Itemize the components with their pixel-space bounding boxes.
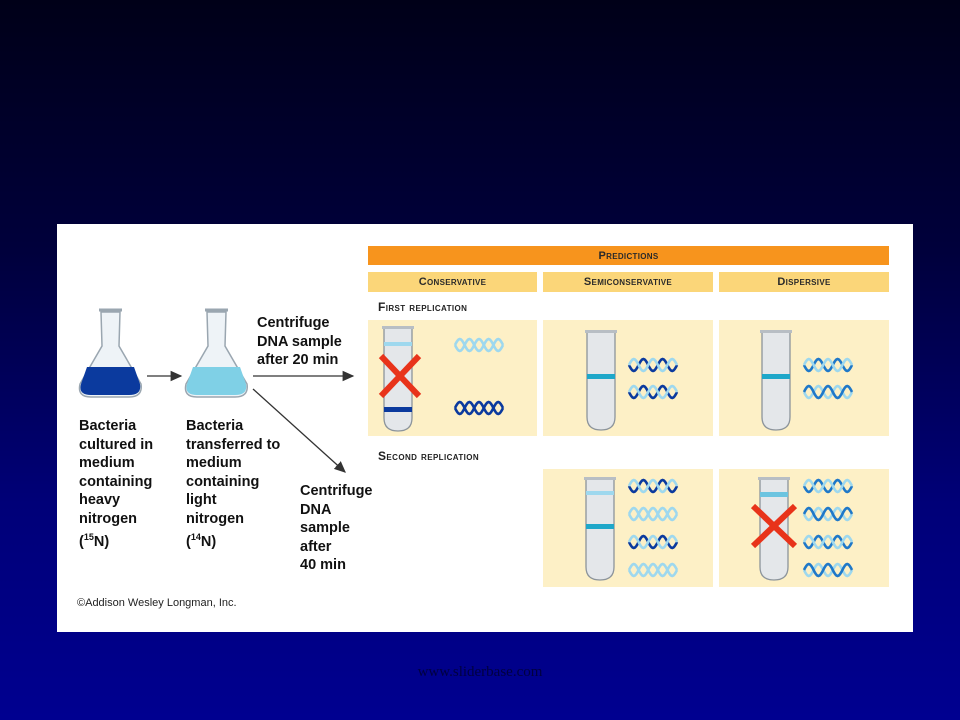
label-light-line: medium [186, 455, 242, 471]
dna-helix-icon [802, 562, 854, 578]
column-header-semiconservative: Semiconservative [543, 272, 713, 292]
row-label-first-replication: First replication [378, 300, 468, 314]
cell-first-semiconservative [543, 320, 713, 436]
step2-line: 40 min [300, 557, 346, 573]
label-heavy-line: cultured in [79, 436, 154, 453]
dna-helix-icon [627, 478, 679, 494]
dna-helix-icon [627, 534, 679, 550]
dna-helix-icon [802, 506, 854, 522]
column-header-dispersive: Dispersive [719, 272, 889, 292]
dna-helix-icon [627, 357, 679, 373]
dna-helix-icon [802, 534, 854, 550]
label-heavy-line: heavy [79, 492, 121, 508]
label-heavy-line: containing [79, 473, 153, 490]
step2-line: DNA [300, 501, 332, 518]
isotope-heavy: (15N) [79, 532, 110, 550]
label-light-line: Bacteria [186, 418, 244, 434]
label-heavy-line: Bacteria [79, 418, 137, 434]
label-light-line: nitrogen [186, 510, 244, 527]
label-light-line: containing [186, 473, 260, 490]
isotope-light: (14N) [186, 532, 217, 550]
label-step-40min: Centrifuge DNA sample after 40 min [300, 482, 373, 575]
label-light-line: transferred to [186, 436, 281, 453]
step2-line: sample [300, 520, 350, 536]
dna-helix-icon [453, 400, 505, 416]
label-heavy-line: nitrogen [79, 510, 137, 527]
tube-second-semiconservative-icon [584, 477, 616, 581]
cell-second-semiconservative [543, 469, 713, 587]
dna-helix-icon [627, 384, 679, 400]
dna-helix-icon [627, 562, 679, 578]
flask-light-icon [184, 308, 248, 398]
cell-first-dispersive [719, 320, 889, 436]
dna-helix-icon [802, 357, 854, 373]
copyright: ©Addison Wesley Longman, Inc. [77, 597, 237, 609]
label-light-flask: Bacteria transferred to medium containin… [186, 417, 280, 551]
dna-helix-icon [453, 337, 505, 353]
diagram-drawings [78, 308, 854, 581]
label-heavy-flask: Bacteria cultured in medium containing h… [79, 417, 153, 551]
cross-second-dispersive-icon [750, 503, 798, 549]
column-header-conservative: Conservative [368, 272, 537, 292]
tube-first-dispersive-icon [760, 330, 792, 431]
step1-line: DNA sample [257, 333, 342, 350]
row-label-second-replication: Second replication [378, 449, 480, 463]
dna-helix-icon [802, 384, 854, 400]
arrow-second-replication [252, 388, 346, 473]
label-light-line: light [186, 492, 217, 508]
tube-first-semiconservative-icon [585, 330, 617, 431]
step2-line: Centrifuge [300, 483, 373, 499]
step1-line: Centrifuge [257, 315, 330, 331]
label-heavy-line: medium [79, 455, 135, 471]
dna-helix-icon [802, 478, 854, 494]
dna-helix-icon [627, 506, 679, 522]
figure-panel: Predictions Conservative Semiconservativ… [57, 224, 913, 632]
step2-line: after [300, 538, 332, 555]
flask-heavy-icon [78, 308, 142, 398]
label-step-20min: Centrifuge DNA sample after 20 min [257, 314, 342, 370]
cross-first-conservative-icon [378, 353, 422, 399]
dna-helices [453, 337, 854, 578]
step1-line: after 20 min [257, 352, 339, 368]
footer-url: www.sliderbase.com [417, 664, 543, 680]
predictions-header: Predictions [368, 246, 889, 265]
